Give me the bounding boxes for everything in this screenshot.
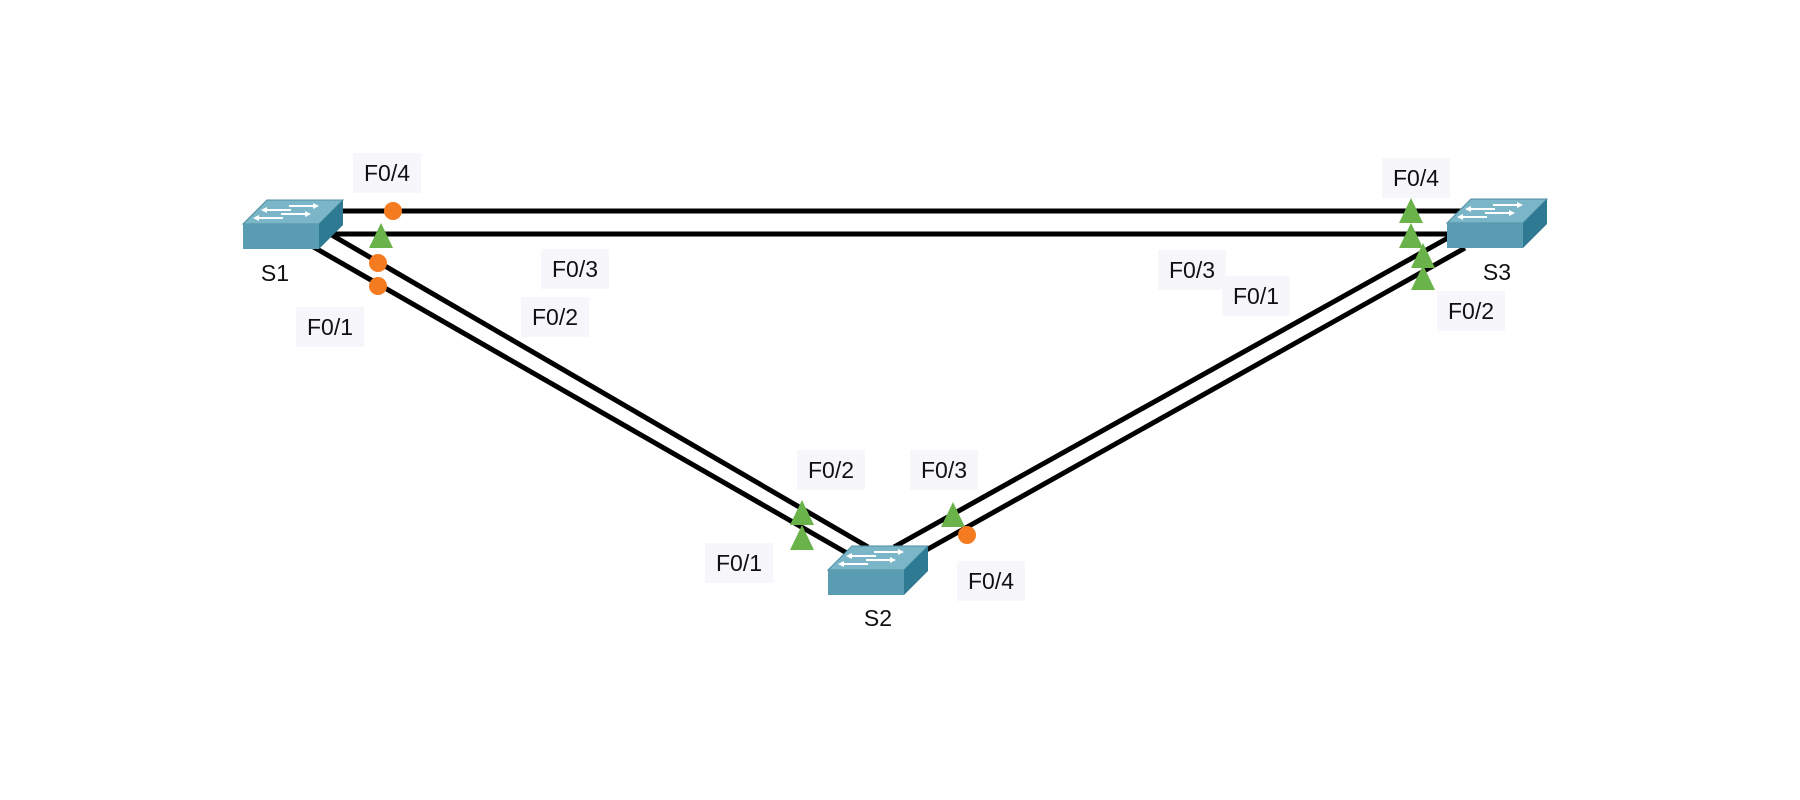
port-label-s3-f02: F0/2: [1437, 291, 1505, 331]
port-label-s2-f04: F0/4: [957, 561, 1025, 601]
switch-s3[interactable]: S3: [1445, 198, 1549, 285]
svg-text:F0/2: F0/2: [532, 304, 578, 330]
switch-label: S1: [261, 260, 289, 286]
svg-text:F0/2: F0/2: [808, 457, 854, 483]
port-label-s3-f03: F0/3: [1158, 250, 1226, 290]
port-up-indicator-s1-f03: [369, 223, 393, 248]
port-up-indicator-s2-f01: [790, 525, 814, 550]
svg-text:F0/4: F0/4: [1393, 165, 1439, 191]
port-label-s1-f03: F0/3: [541, 249, 609, 289]
svg-text:F0/3: F0/3: [552, 256, 598, 282]
link-s2-s3-f03-f01[interactable]: [892, 231, 1457, 550]
port-blocked-indicator-s1-f01: [369, 277, 387, 295]
svg-text:F0/1: F0/1: [716, 550, 762, 576]
svg-text:F0/1: F0/1: [1233, 283, 1279, 309]
port-labels: F0/4 F0/3 F0/2 F0/1 F0/2 F0/1 F0/3 F0/: [296, 153, 1505, 601]
port-up-indicator-s2-f02: [790, 500, 814, 525]
port-status-indicators: [369, 198, 1435, 550]
switch-label: S2: [864, 605, 892, 631]
link-s2-s3-f04-f02[interactable]: [910, 245, 1467, 561]
port-label-s1-f04: F0/4: [353, 153, 421, 193]
port-label-s1-f01: F0/1: [296, 307, 364, 347]
link-s1-s2-f02[interactable]: [328, 231, 870, 550]
switch-icon: [1445, 198, 1549, 248]
svg-text:F0/2: F0/2: [1448, 298, 1494, 324]
port-blocked-indicator-s1-f02: [369, 254, 387, 272]
port-blocked-indicator-s1-f04: [384, 202, 402, 220]
switch-icon: [826, 545, 930, 595]
svg-text:F0/4: F0/4: [968, 568, 1014, 594]
port-up-indicator-s3-f04: [1399, 198, 1423, 223]
port-label-s3-f01: F0/1: [1222, 276, 1290, 316]
port-label-s2-f02: F0/2: [797, 450, 865, 490]
port-up-indicator-s3-f02: [1411, 265, 1435, 290]
svg-text:F0/4: F0/4: [364, 160, 410, 186]
switch-s2[interactable]: S2: [826, 545, 930, 631]
switch-s1[interactable]: S1: [241, 199, 345, 286]
port-label-s2-f01: F0/1: [705, 543, 773, 583]
links: [308, 208, 1475, 561]
switch-icon: [241, 199, 345, 249]
port-up-indicator-s3-f03: [1399, 223, 1423, 248]
svg-text:F0/3: F0/3: [1169, 257, 1215, 283]
port-blocked-indicator-s2-f04: [958, 526, 976, 544]
switch-label: S3: [1483, 259, 1511, 285]
port-label-s1-f02: F0/2: [521, 297, 589, 337]
svg-text:F0/1: F0/1: [307, 314, 353, 340]
port-up-indicator-s2-f03: [941, 502, 965, 527]
port-up-indicator-s3-f01: [1411, 243, 1435, 268]
svg-text:F0/3: F0/3: [921, 457, 967, 483]
link-s1-s2-f01[interactable]: [308, 242, 854, 559]
port-label-s3-f04: F0/4: [1382, 158, 1450, 198]
port-label-s2-f03: F0/3: [910, 450, 978, 490]
